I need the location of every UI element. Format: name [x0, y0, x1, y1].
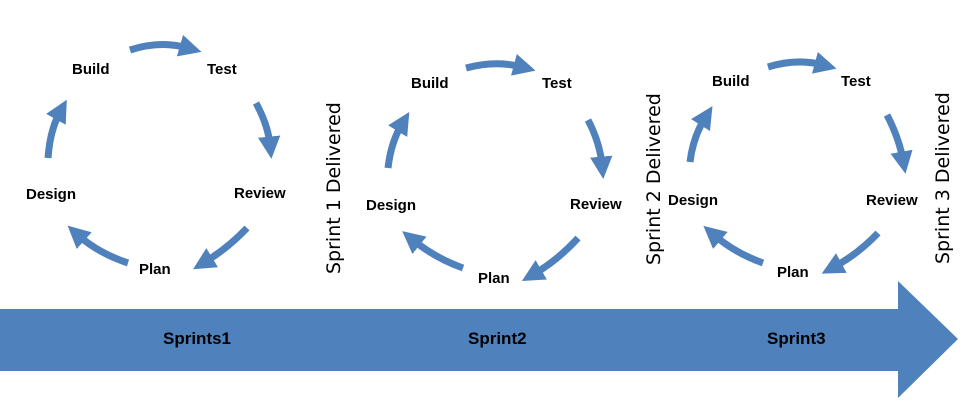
cycle-arrow-review-to-plan — [821, 230, 881, 274]
cycle-arrow-test-to-review — [252, 101, 281, 159]
sprint-cycle-3: Build Test Review Plan Design Sprint 3 D… — [668, 52, 954, 281]
sprint-cycle-2: Build Test Review Plan Design Sprint 2 D… — [366, 54, 665, 287]
cycle-arrow-build-to-test — [465, 54, 536, 76]
cycle-label-test: Test — [841, 73, 871, 90]
cycle-arrow-design-to-build — [686, 106, 713, 163]
cycle-arrow-plan-to-design — [703, 225, 765, 267]
sprint-delivered-label: Sprint 1 Delivered — [323, 102, 345, 274]
cycle-label-review: Review — [234, 185, 286, 202]
timeline-arrow — [0, 281, 958, 398]
timeline-sprint-label-3: Sprint3 — [767, 329, 826, 348]
cycle-label-design: Design — [26, 186, 76, 203]
cycle-label-build: Build — [712, 73, 750, 90]
sprint-delivered-label: Sprint 2 Delivered — [643, 93, 665, 265]
cycle-arrow-review-to-plan — [521, 235, 581, 282]
cycle-label-build: Build — [411, 75, 449, 92]
cycle-arrow-review-to-plan — [193, 225, 250, 270]
cycle-arrow-design-to-build — [44, 99, 67, 159]
cycle-arrow-build-to-test — [128, 34, 202, 57]
cycle-arrow-build-to-test — [766, 52, 837, 74]
sprint-cycle-1: Build Test Review Plan Design Sprint 1 D… — [26, 34, 345, 278]
cycle-label-plan: Plan — [478, 270, 510, 287]
cycle-label-review: Review — [570, 196, 622, 213]
cycle-label-test: Test — [542, 75, 572, 92]
timeline-sprint-label-2: Sprint2 — [468, 329, 527, 348]
cycle-label-test: Test — [207, 61, 237, 78]
cycle-arrow-test-to-review — [584, 118, 613, 179]
cycle-label-review: Review — [866, 192, 918, 209]
cycle-arrow-design-to-build — [384, 112, 410, 169]
cycle-label-build: Build — [72, 61, 110, 78]
timeline-sprint-label-1: Sprints1 — [163, 329, 231, 348]
sprint-timeline: Sprints1 Sprint2 Sprint3 — [0, 281, 958, 398]
cycle-arrow-plan-to-design — [67, 225, 130, 267]
cycle-label-design: Design — [668, 192, 718, 209]
cycle-arrow-test-to-review — [883, 113, 913, 174]
cycle-label-plan: Plan — [777, 264, 809, 281]
sprint-delivered-label: Sprint 3 Delivered — [932, 92, 954, 264]
cycle-label-design: Design — [366, 197, 416, 214]
cycle-arrow-plan-to-design — [402, 231, 465, 272]
cycle-label-plan: Plan — [139, 261, 171, 278]
